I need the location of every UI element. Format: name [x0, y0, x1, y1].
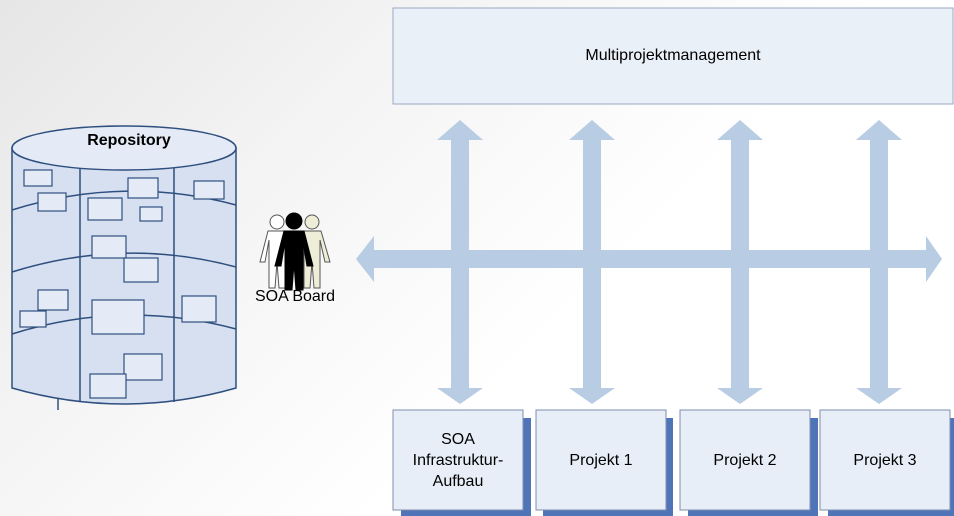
project-label-3: Projekt 3: [853, 451, 917, 469]
project-box-2: [679, 409, 811, 511]
project-label-soa: SOA Infrastruktur- Aufbau: [412, 430, 504, 490]
project-box-3: [819, 409, 951, 511]
repository-title: Repository: [87, 132, 171, 149]
vertical-arrow-3: [717, 120, 763, 404]
repository-icon: [11, 125, 237, 410]
people-icon: [259, 212, 331, 291]
vertical-arrow-1: [437, 120, 483, 404]
project-label-2: Projekt 2: [713, 451, 777, 469]
project-box-1: [535, 409, 667, 511]
project-boxes: [392, 409, 951, 511]
vertical-arrow-4: [856, 120, 902, 404]
multiprojektmanagement-label: Multiprojektmanagement: [585, 47, 761, 64]
project-box-soa: [392, 409, 524, 511]
project-label-1: Projekt 1: [569, 451, 633, 469]
multiprojektmanagement-box: [392, 7, 954, 105]
horizontal-arrow: [356, 236, 942, 282]
soa-board-label: SOA Board: [254, 288, 336, 305]
vertical-arrow-2: [569, 120, 615, 404]
